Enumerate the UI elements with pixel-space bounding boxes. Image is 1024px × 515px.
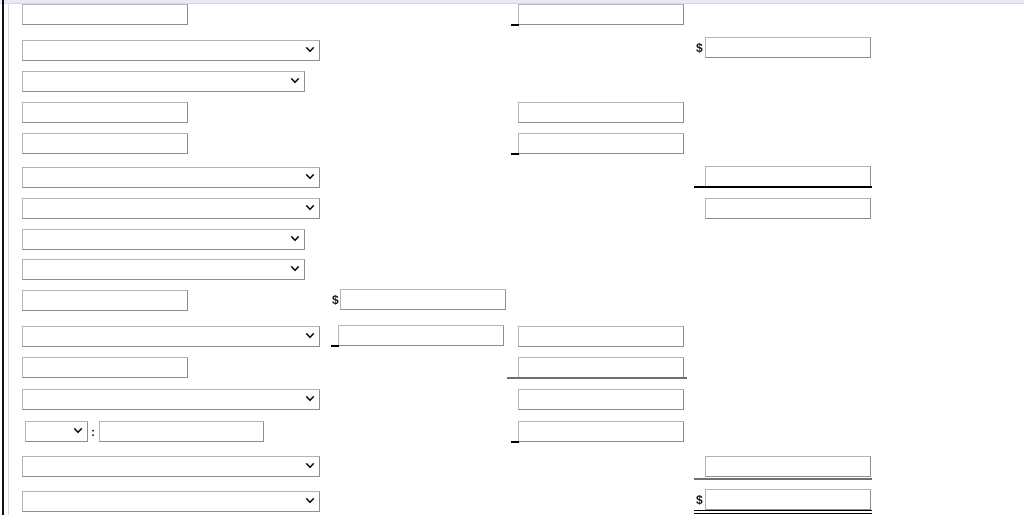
dollar-prefix-row2-col3: $ — [696, 41, 703, 55]
rule-row6-col3 — [694, 186, 872, 188]
field-row6-col3[interactable] — [705, 166, 871, 187]
field-row13-col1[interactable] — [22, 389, 320, 410]
field-row14-col1-wrapper — [25, 421, 88, 442]
field-row16-col1-wrapper — [22, 491, 320, 512]
rule-row15-col3 — [694, 478, 872, 480]
field-row1-col2[interactable] — [518, 4, 684, 25]
field-row8-col1[interactable] — [22, 229, 305, 250]
field-row15-col1[interactable] — [22, 456, 320, 477]
field-row9-col1[interactable] — [22, 259, 305, 280]
page-left-gutter-line — [8, 4, 9, 515]
field-row2-col1[interactable] — [22, 40, 320, 61]
field-row7-col1-wrapper — [22, 198, 320, 219]
field-row3-col1[interactable] — [22, 71, 305, 92]
field-row3-col1-wrapper — [22, 71, 305, 92]
page-left-border — [2, 0, 4, 515]
field-row11-col1[interactable] — [22, 326, 320, 347]
rule-total-lower — [694, 513, 872, 514]
dollar-prefix-row10-col2: $ — [332, 293, 339, 307]
field-row10-col2[interactable] — [340, 289, 506, 310]
field-row15-col1-wrapper — [22, 456, 320, 477]
tick-row14-col2 — [511, 441, 519, 443]
field-row7-col1[interactable] — [22, 198, 320, 219]
colon-separator-row14: : — [91, 425, 95, 439]
field-row16-col3[interactable] — [705, 489, 871, 510]
field-row16-col1[interactable] — [22, 491, 320, 512]
field-row14-col2[interactable] — [518, 421, 684, 442]
field-row12-col2[interactable] — [518, 357, 684, 378]
field-row11-col1-wrapper — [22, 326, 320, 347]
field-row5-col1[interactable] — [22, 133, 188, 154]
field-row4-col2[interactable] — [518, 102, 684, 123]
field-row8-col1-wrapper — [22, 229, 305, 250]
field-row15-col3[interactable] — [705, 456, 871, 477]
field-row13-col1-wrapper — [22, 389, 320, 410]
field-row1-col1[interactable] — [22, 4, 188, 25]
dollar-prefix-row16-col3: $ — [696, 493, 703, 507]
field-row4-col1[interactable] — [22, 102, 188, 123]
field-row6-col1[interactable] — [22, 167, 320, 188]
page-top-band — [0, 0, 1024, 4]
field-row11-col2[interactable] — [338, 325, 504, 346]
field-row13-col2[interactable] — [518, 389, 684, 410]
field-row2-col3[interactable] — [705, 37, 871, 58]
field-row14-col1[interactable] — [25, 421, 88, 442]
tick-row1-col2 — [511, 24, 519, 26]
field-row2-col1-wrapper — [22, 40, 320, 61]
field-row6-col1-wrapper — [22, 167, 320, 188]
tick-row11-col2 — [331, 345, 339, 347]
field-row5-col2[interactable] — [518, 133, 684, 154]
field-row10-col1[interactable] — [22, 290, 188, 311]
field-row12-col1[interactable] — [22, 357, 188, 378]
tick-row5-col2 — [511, 153, 519, 155]
field-row9-col1-wrapper — [22, 259, 305, 280]
field-row14-col1b[interactable] — [99, 421, 264, 442]
rule-total-upper — [694, 510, 872, 511]
rule-row12-col2 — [507, 377, 687, 379]
field-row11-col3[interactable] — [518, 326, 684, 347]
field-row7-col3[interactable] — [705, 198, 871, 219]
